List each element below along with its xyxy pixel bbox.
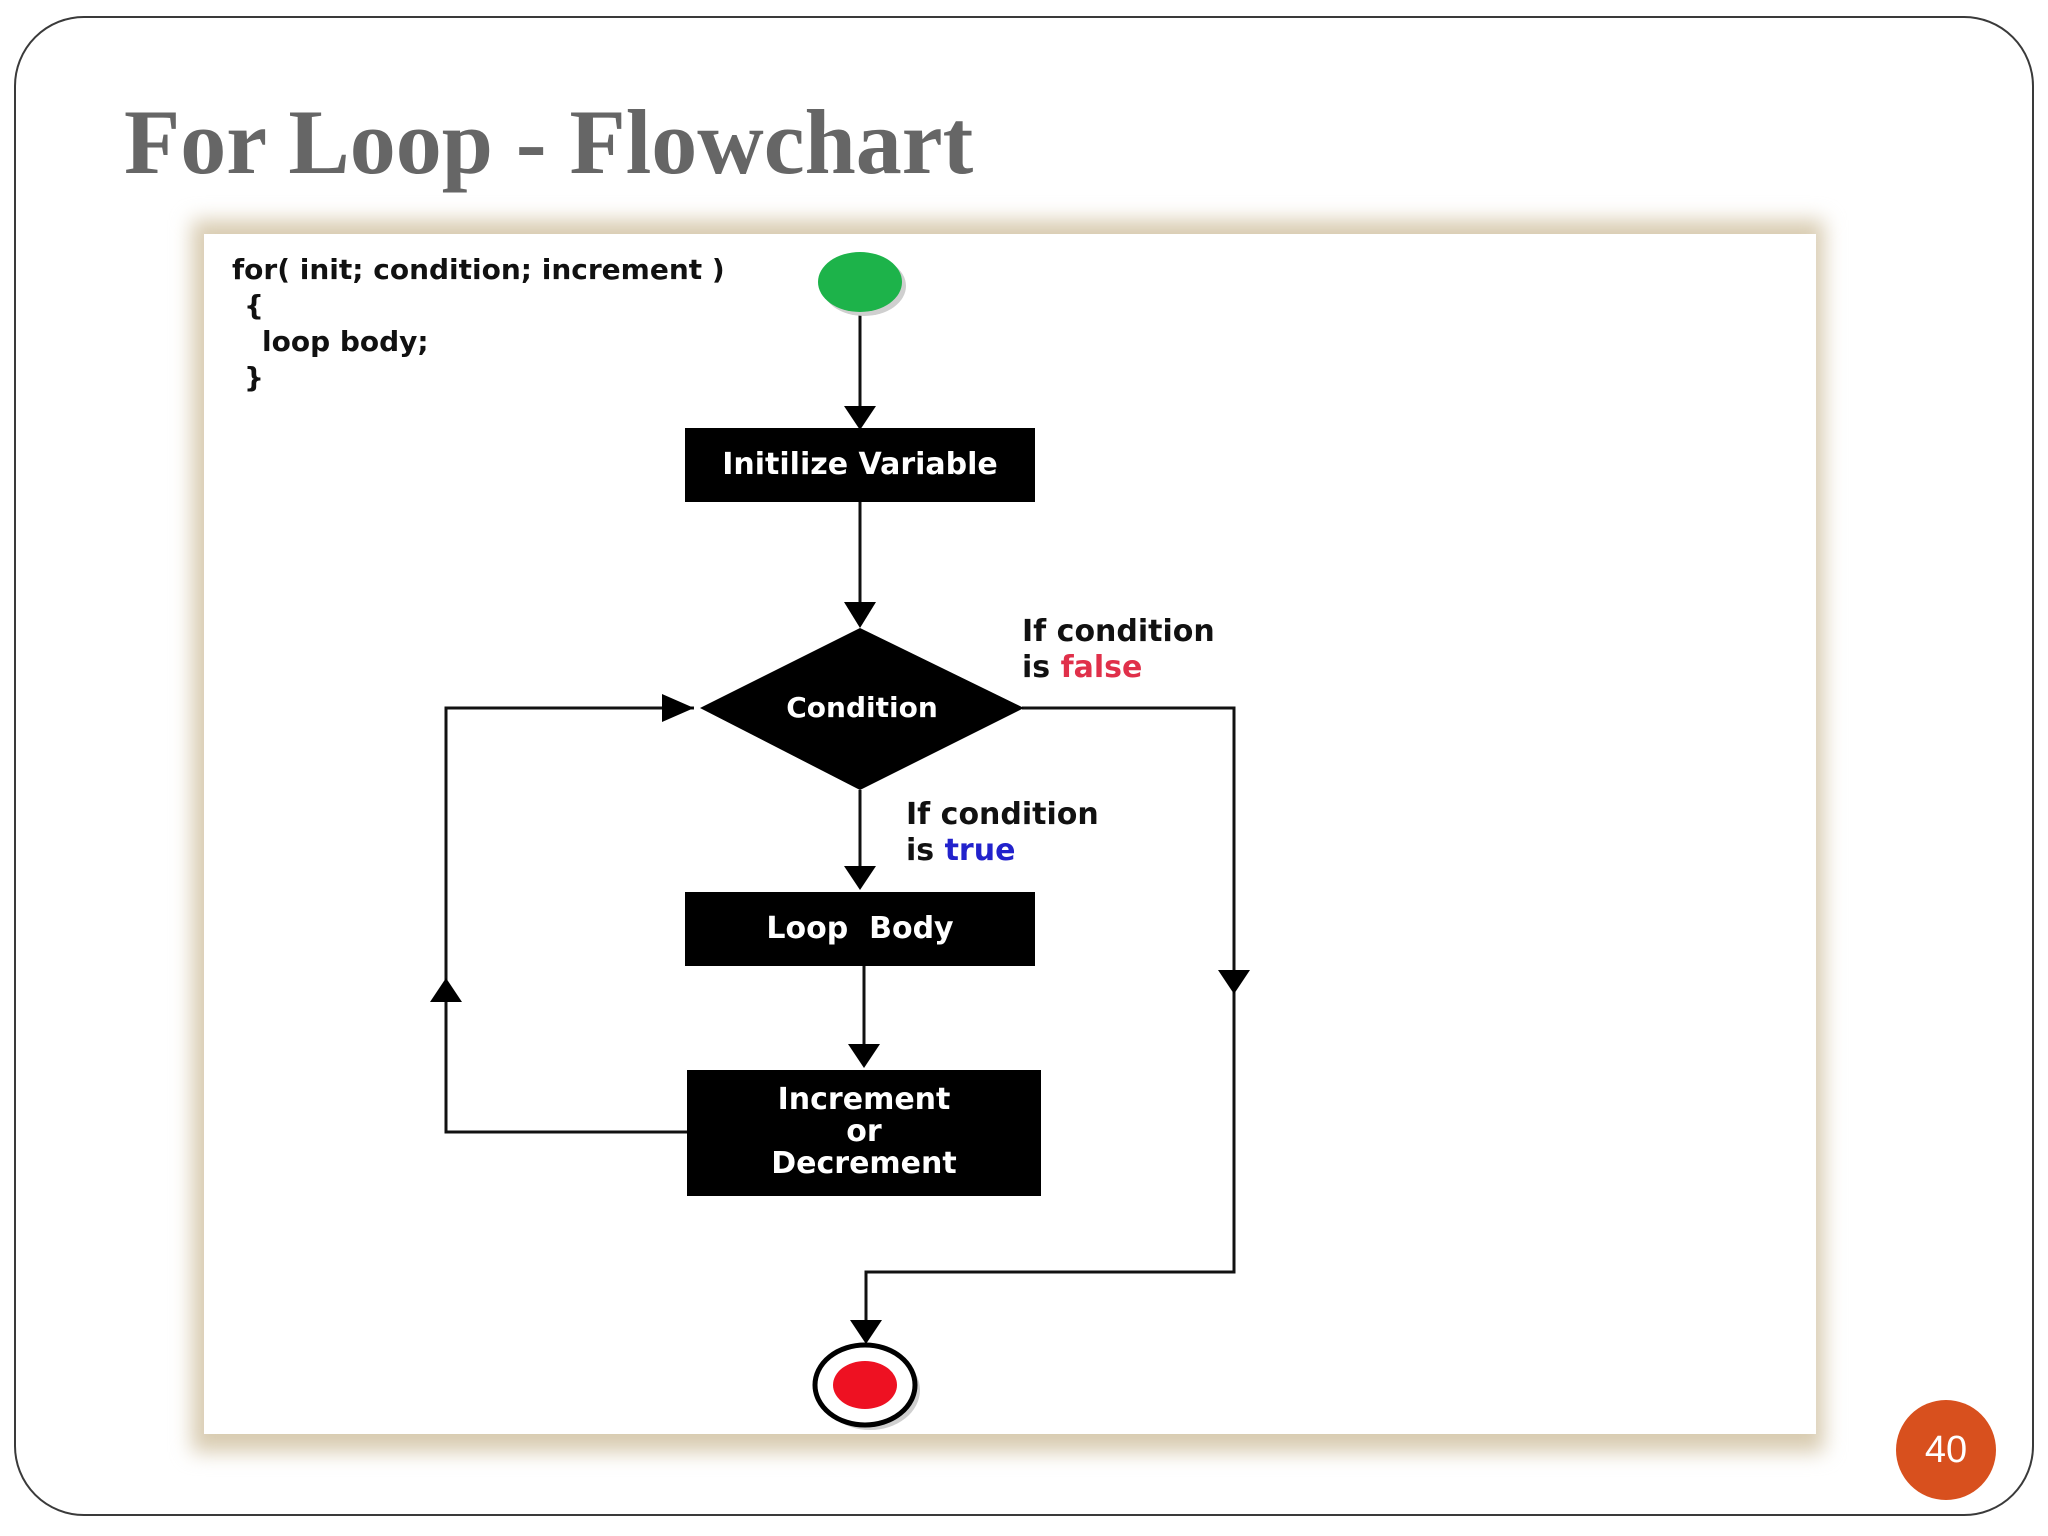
arrowheads [430, 406, 1250, 1344]
loop-back-path [444, 706, 694, 1134]
init-variable-label: Initilize Variable [722, 447, 998, 482]
false-annotation-prefix: is [1022, 650, 1061, 685]
false-annotation-line-2: is false [1022, 650, 1215, 686]
true-annotation-line-2: is true [906, 833, 1099, 869]
connectors [444, 310, 1236, 1340]
arrowhead-condition [844, 602, 876, 628]
true-branch-annotation: If condition is true [906, 797, 1099, 869]
false-annotation-line-1: If condition [1022, 614, 1215, 649]
true-annotation-line-1: If condition [906, 797, 1099, 832]
init-variable-box [685, 428, 1035, 502]
loop-body-box [685, 892, 1035, 966]
arrowhead-end [850, 1320, 882, 1344]
arrowhead-loop-up [430, 978, 462, 1002]
slide-title: For Loop - Flowchart [124, 91, 974, 193]
false-branch-annotation: If condition is false [1022, 614, 1215, 686]
increment-label-line-1: Increment [777, 1082, 951, 1117]
true-keyword: true [944, 833, 1016, 868]
code-line-1: for( init; condition; increment ) [232, 253, 725, 286]
start-node [818, 252, 902, 312]
increment-label-line-3: Decrement [771, 1146, 957, 1181]
code-line-4: } [244, 361, 264, 394]
arrowhead-body [844, 866, 876, 890]
arrowhead-increment [848, 1044, 880, 1068]
increment-box [687, 1070, 1041, 1196]
arrowhead-loop-in [662, 694, 694, 722]
code-line-3: loop body; [262, 325, 429, 358]
increment-label-line-2: or [846, 1114, 882, 1149]
increment-label: Increment or Decrement [687, 1084, 1041, 1180]
page-number-badge: 40 [1896, 1400, 1996, 1500]
end-node [833, 1361, 897, 1409]
false-keyword: false [1060, 650, 1143, 685]
loop-body-label: Loop Body [766, 911, 954, 946]
code-line-2: { [244, 289, 264, 322]
condition-diamond [700, 628, 1024, 790]
arrowhead-false-down [1218, 970, 1250, 994]
arrowhead-init [844, 406, 876, 430]
true-annotation-prefix: is [906, 833, 945, 868]
condition-label: Condition [786, 691, 938, 724]
false-exit-path [864, 706, 1236, 1340]
for-syntax-code: for( init; condition; increment ) { loop… [232, 252, 725, 396]
